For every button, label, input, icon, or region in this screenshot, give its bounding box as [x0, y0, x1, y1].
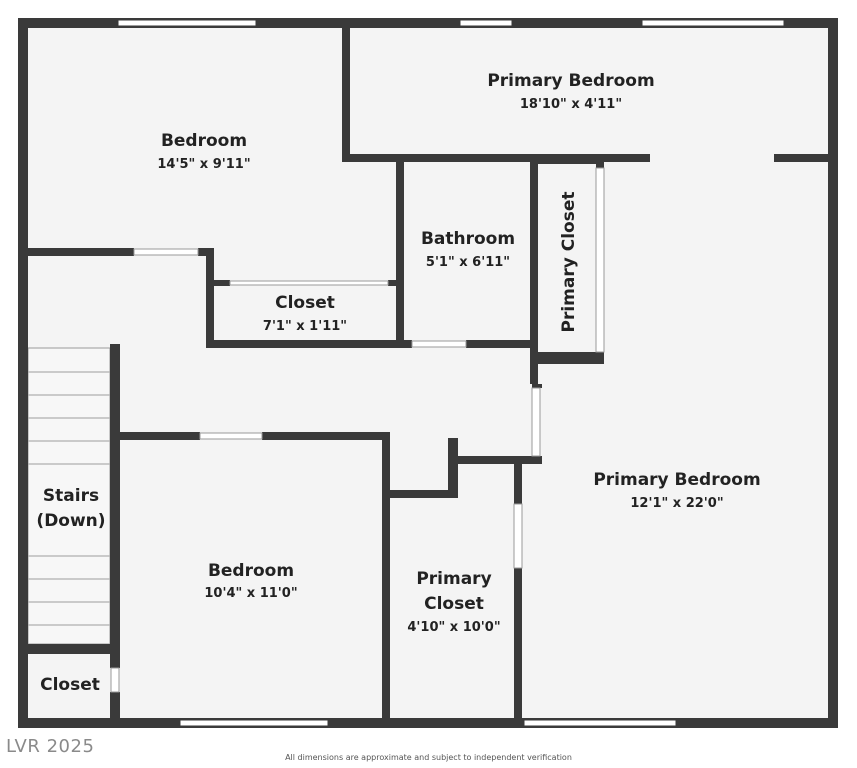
bedroom-bottom-name: Bedroom — [208, 561, 294, 581]
primary-closet-bottom-name-line2: Closet — [424, 594, 484, 614]
walls — [18, 18, 838, 728]
stairs-name-line2: (Down) — [36, 511, 105, 531]
bathroom-name: Bathroom — [421, 229, 515, 249]
floor-area — [22, 22, 834, 724]
closet-mid-name: Closet — [275, 293, 335, 313]
bedroom-top-name: Bedroom — [161, 131, 247, 151]
stairs — [27, 347, 111, 645]
bedroom-bottom-dims: 10'4" x 11'0" — [204, 586, 297, 601]
primary-closet-bottom-name-line1: Primary — [416, 569, 491, 589]
closet-bottom-name: Closet — [40, 675, 100, 695]
watermark: LVR 2025 — [6, 736, 95, 757]
primary-closet-bottom-dims: 4'10" x 10'0" — [407, 620, 500, 635]
stairs-name-line1: Stairs — [43, 486, 99, 506]
windows — [117, 19, 785, 727]
primary-bedroom-top-name: Primary Bedroom — [487, 71, 654, 91]
door-openings — [110, 167, 605, 693]
primary-bedroom-main-dims: 12'1" x 22'0" — [630, 496, 723, 511]
primary-bedroom-main-name: Primary Bedroom — [593, 470, 760, 490]
bathroom-dims: 5'1" x 6'11" — [426, 255, 510, 270]
room-labels: Bedroom 14'5" x 9'11" Primary Bedroom 18… — [36, 71, 760, 695]
primary-closet-vertical-name: Primary Closet — [559, 192, 579, 333]
disclaimer: All dimensions are approximate and subje… — [285, 753, 572, 762]
closet-mid-dims: 7'1" x 1'11" — [263, 319, 347, 334]
bedroom-top-dims: 14'5" x 9'11" — [157, 157, 250, 172]
primary-bedroom-top-dims: 18'10" x 4'11" — [520, 97, 622, 112]
